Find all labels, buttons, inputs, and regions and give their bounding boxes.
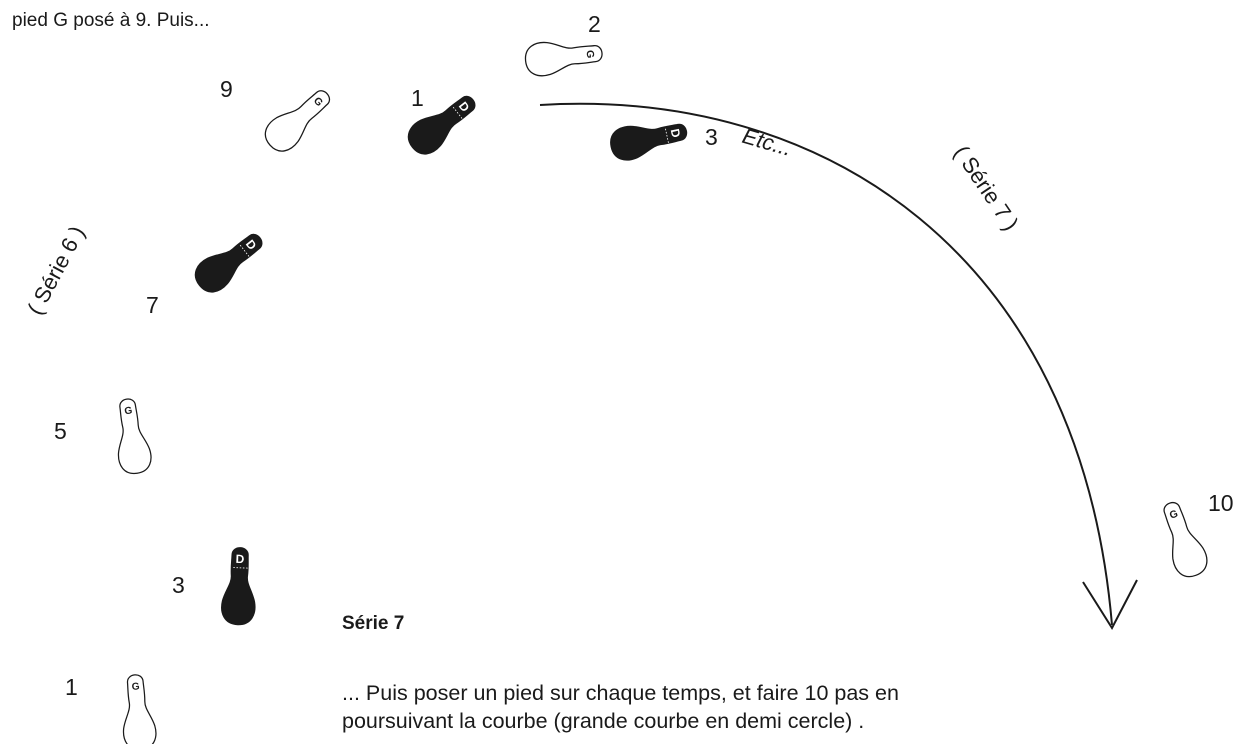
footprint-10-left: G [1153,496,1213,582]
footprint-7-right: D [188,224,271,299]
step-number-9: 9 [220,76,233,102]
foot-sole-shape [258,80,339,159]
footprint-5-left: G [110,396,154,477]
curve-arrow-line [539,102,1113,626]
foot-letter-right: D [235,552,244,566]
heel-stitch-line [664,127,669,143]
step-number-1-bottom: 1 [65,674,78,700]
paragraph-line: ... Puis poser un pied sur chaque temps,… [342,681,899,705]
step-number-1-top: 1 [411,85,424,111]
heel-stitch-line [231,567,248,569]
foot-sole-shape [607,113,691,164]
paragraph-line: poursuivant la courbe (grande courbe en … [342,709,865,733]
footprint-3-right-top: D [607,113,691,164]
footprint-9-left: G [258,80,339,159]
footprint-2-left: G [523,35,605,79]
heel-stitch-line [238,243,250,257]
foot-letter-left: G [124,405,133,417]
heel-stitch-line [451,105,463,119]
step-number-3-right: 3 [705,124,718,150]
foot-sole-shape [188,224,271,299]
foot-letter-left: G [583,50,595,59]
step-number-7: 7 [146,292,159,318]
footprint-3-right: D [220,546,258,626]
section-title: Série 7 [342,613,405,634]
intro-text: pied G posé à 9. Puis... [12,10,210,31]
step-number-5: 5 [54,418,67,444]
footprint-1-top-right: D [401,86,484,161]
foot-letter-left: G [1168,509,1179,522]
step-number-10: 10 [1208,490,1234,516]
curve-arrowhead [1082,579,1138,631]
instruction-paragraph: ... Puis poser un pied sur chaque temps,… [342,679,1232,735]
footprint-1-bottom-left: G [117,672,158,744]
foot-sole-shape [1153,496,1213,582]
step-number-3-left: 3 [172,572,185,598]
foot-letter-left: G [131,681,140,693]
step-number-2: 2 [588,11,601,37]
foot-letter-right: D [668,127,684,139]
